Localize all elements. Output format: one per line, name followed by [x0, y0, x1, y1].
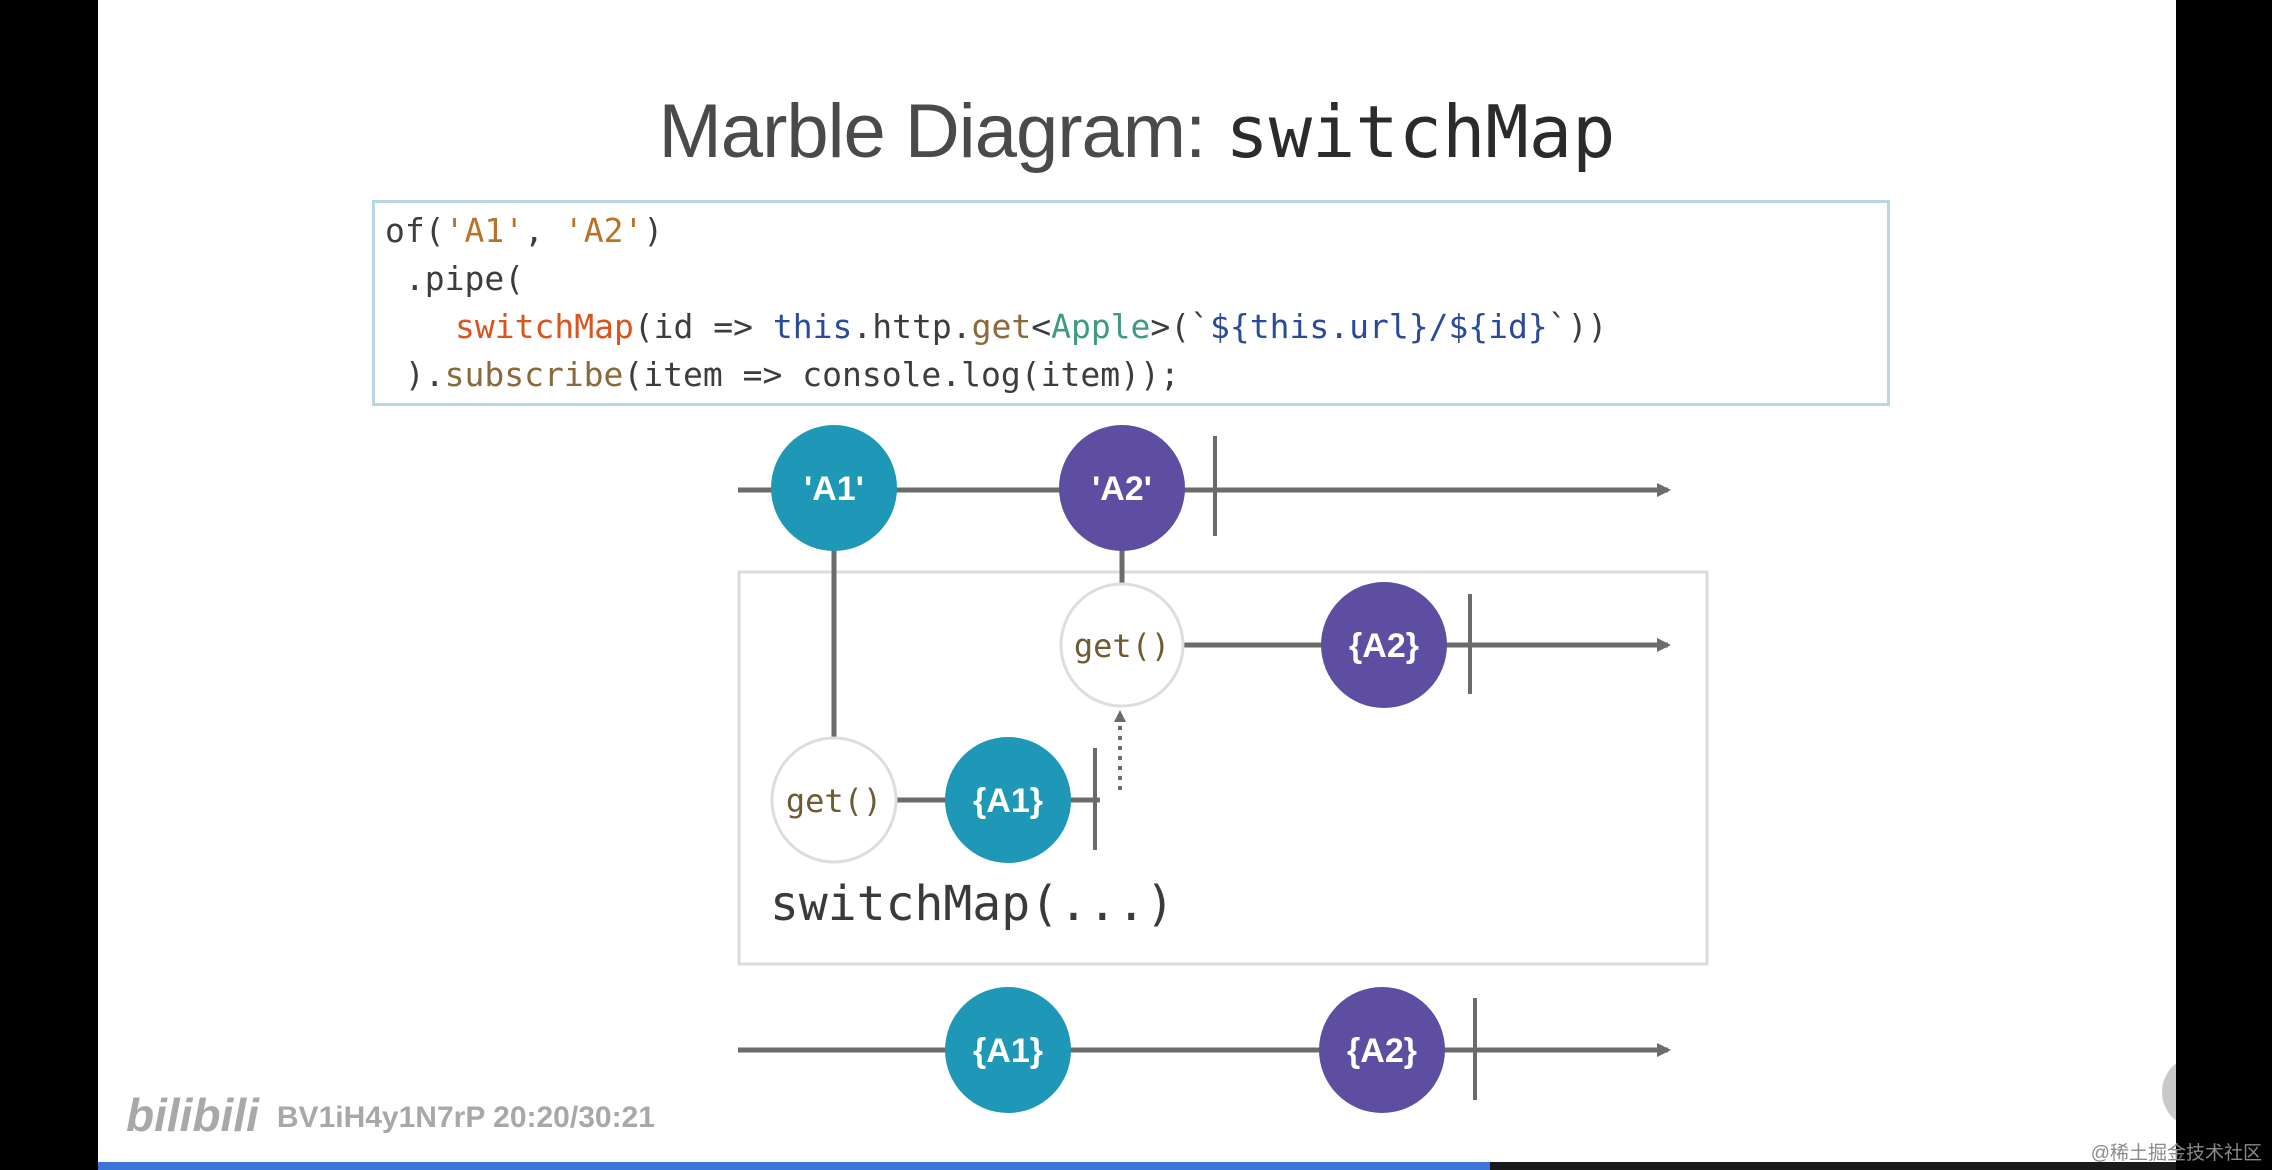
- code-string: 'A1': [444, 211, 525, 250]
- marble-diagram: 'A1' 'A2' get() get() {A1} {A2} switchMa…: [737, 425, 1709, 1113]
- code-token: ).: [385, 355, 445, 394]
- get-marble-a1-label: get(): [786, 782, 882, 820]
- inner-result-a1-label: {A1}: [973, 782, 1043, 820]
- code-token: ): [643, 211, 664, 250]
- video-progress-fill: [98, 1162, 1491, 1170]
- get-marble-a2: [1059, 582, 1185, 708]
- code-operator: switchMap: [455, 307, 634, 346]
- bilibili-logo: bilibili: [126, 1089, 259, 1141]
- output-marble-a2-label: {A2}: [1347, 1032, 1417, 1070]
- inner-result-a2-label: {A2}: [1349, 627, 1419, 665]
- video-info: BV1iH4y1N7rP 20:20/30:21: [276, 1101, 655, 1134]
- code-line-1: of('A1', 'A2'): [385, 211, 663, 250]
- inner-result-a2: [1321, 582, 1447, 708]
- play-button[interactable]: [2162, 1056, 2176, 1128]
- output-marble-a1-label: {A1}: [973, 1032, 1043, 1070]
- code-token: <: [1031, 307, 1052, 346]
- code-type: Apple: [1051, 307, 1151, 346]
- title-prefix: Marble Diagram:: [658, 89, 1226, 174]
- corner-credit: @稀土掘金技术社区: [2090, 1143, 2262, 1164]
- code-line-2: .pipe(: [385, 259, 524, 298]
- code-token: (id =>: [633, 307, 773, 346]
- source-marble-a1-label: 'A1': [804, 470, 864, 508]
- output-marble-a2: [1319, 987, 1445, 1113]
- code-function: get: [971, 307, 1032, 346]
- code-token: .pipe(: [385, 259, 525, 298]
- code-token: `)): [1547, 307, 1608, 346]
- source-marble-a2-label: 'A2': [1092, 470, 1152, 508]
- code-token: (item => console.log(item));: [623, 355, 1180, 394]
- get-marble-a1: [770, 736, 898, 864]
- title-operator: switchMap: [1225, 90, 1616, 174]
- play-icon: [2162, 1056, 2176, 1128]
- video-progress-bar[interactable]: [98, 1162, 2176, 1170]
- slide: Marble Diagram: switchMap of('A1', 'A2')…: [98, 0, 2176, 1162]
- code-token: ,: [524, 211, 564, 250]
- slide-title: Marble Diagram: switchMap: [98, 88, 2176, 175]
- source-marble-a2: [1059, 425, 1185, 551]
- code-line-4: ).subscribe(item => console.log(item));: [385, 355, 1180, 394]
- code-token: >(`: [1150, 307, 1211, 346]
- get-marble-a2-label: get(): [1074, 627, 1170, 665]
- code-string: 'A2': [563, 211, 644, 250]
- code-token: of(: [385, 211, 445, 250]
- code-function: subscribe: [444, 355, 624, 394]
- source-marble-a1: [771, 425, 897, 551]
- code-token: .http.: [852, 307, 972, 346]
- code-template: ${this.url}/${id}: [1210, 307, 1548, 346]
- inner-result-a1: [945, 737, 1071, 863]
- operator-label: switchMap(...): [770, 876, 1175, 932]
- code-keyword: this: [772, 307, 853, 346]
- code-line-3: switchMap(id => this.http.get<Apple>(`${…: [455, 307, 1607, 346]
- code-snippet: of('A1', 'A2') .pipe( switchMap(id => th…: [372, 200, 1890, 406]
- output-marble-a1: [945, 987, 1071, 1113]
- operator-box: [737, 570, 1709, 966]
- video-watermark: bilibili BV1iH4y1N7rP 20:20/30:21: [126, 1088, 655, 1142]
